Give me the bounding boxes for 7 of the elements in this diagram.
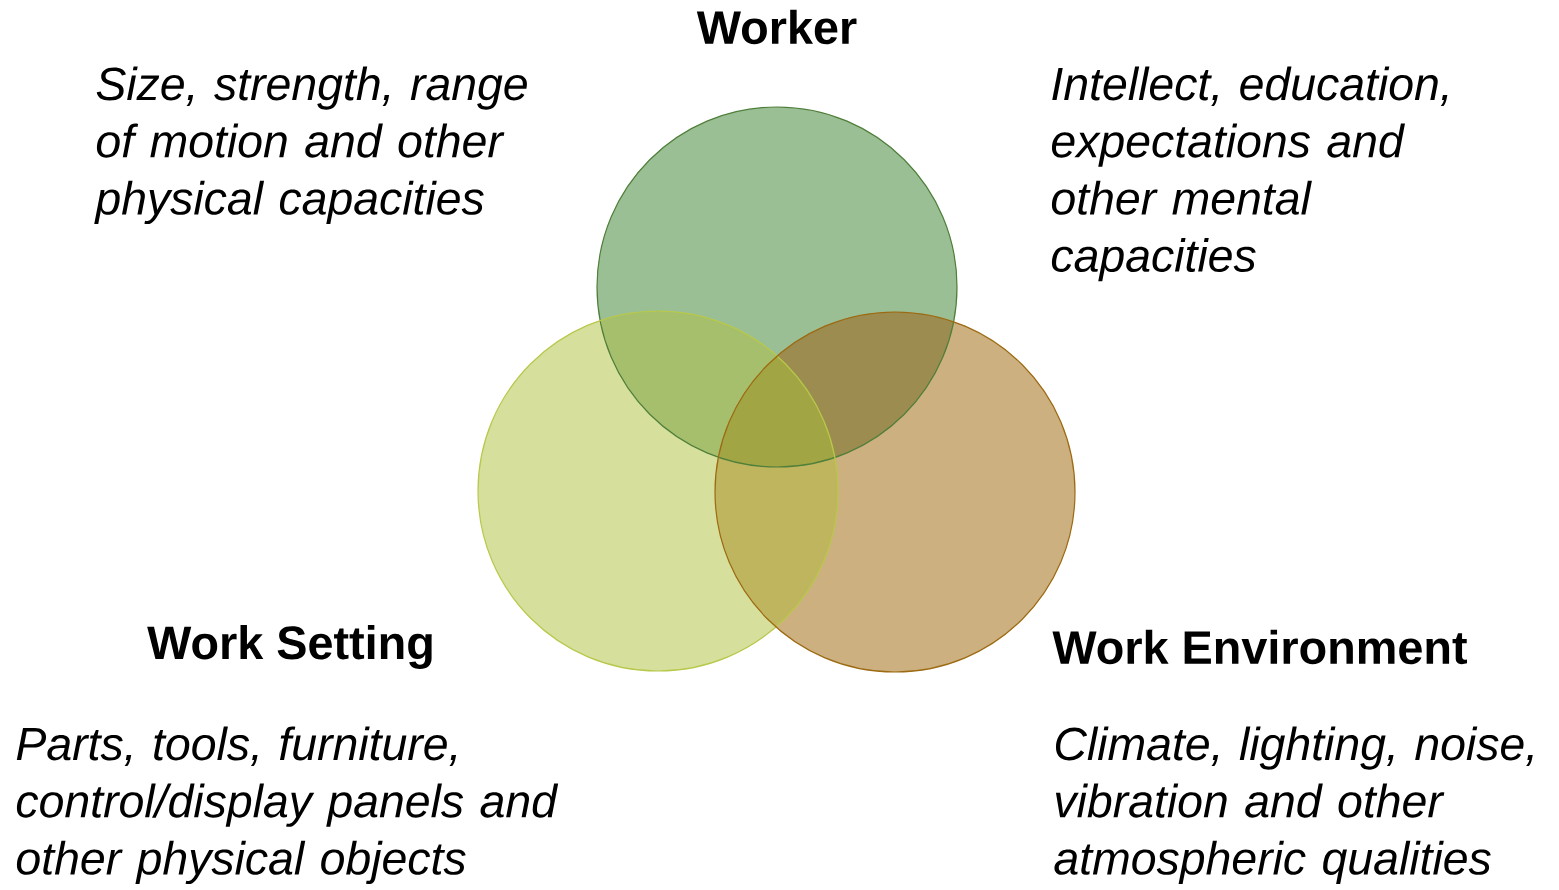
heading: Work Setting (147, 625, 432, 669)
heading: Worker (696, 9, 857, 45)
description: Parts, tools, furniture, control/display panels and other physical objects (16, 726, 559, 885)
description: Climate, lighting, noise, vibration and other atmospheric qualities (1054, 726, 1533, 885)
description: Size, strength, range of motion and other physical capacities (94, 66, 527, 225)
heading: Work Environment (1052, 629, 1467, 665)
description: Intellect, education, expectations and other mental capacities (1051, 66, 1448, 282)
